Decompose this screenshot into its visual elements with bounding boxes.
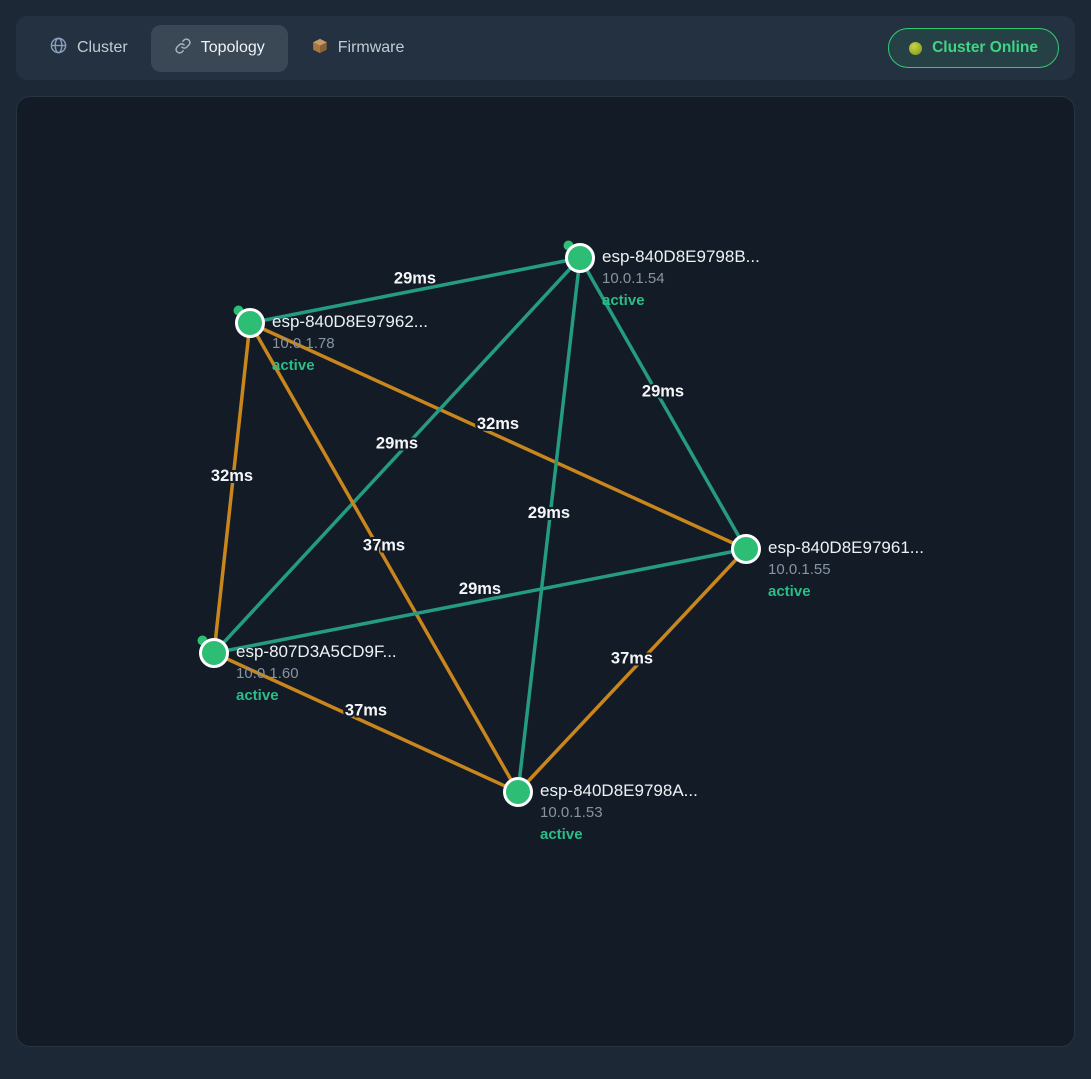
- topology-edge: [213, 651, 519, 794]
- package-icon: [311, 37, 329, 60]
- edge-latency-label: 29ms: [642, 383, 684, 401]
- topology-edge: [212, 322, 252, 654]
- node-circle: [565, 243, 595, 273]
- node-circle: [235, 308, 265, 338]
- edge-latency-label: 29ms: [376, 435, 418, 453]
- topology-edge: [249, 321, 747, 551]
- topology-canvas[interactable]: 29ms 29ms 32ms 29ms 32ms 29ms 37ms 29ms 37ms 37ms: [17, 97, 1074, 1046]
- topology-edge: [578, 257, 748, 550]
- topology-edge: [516, 257, 582, 793]
- tab-topology[interactable]: Topology: [150, 24, 288, 72]
- link-icon: [174, 37, 192, 60]
- topology-node[interactable]: [233, 305, 265, 338]
- topology-node[interactable]: [503, 777, 533, 807]
- tab-topology-label: Topology: [200, 39, 265, 56]
- status-dot-icon: [909, 41, 923, 55]
- topology-edge: [213, 547, 747, 655]
- tab-cluster-label: Cluster: [77, 39, 128, 56]
- node-circle: [199, 638, 229, 668]
- tab-firmware-label: Firmware: [337, 39, 405, 56]
- cluster-status-badge[interactable]: Cluster Online: [888, 28, 1059, 68]
- cluster-status-label: Cluster Online: [932, 39, 1038, 56]
- topology-node[interactable]: [731, 534, 761, 564]
- globe-icon: [49, 36, 68, 60]
- topology-node[interactable]: [563, 240, 595, 273]
- topology-edge: [212, 256, 582, 655]
- edge-latency-label: 29ms: [394, 270, 436, 288]
- tab-firmware[interactable]: Firmware: [294, 25, 422, 72]
- topology-edge: [249, 256, 581, 325]
- edge-latency-label: 37ms: [611, 650, 653, 668]
- topology-edge: [248, 322, 520, 793]
- topology-node[interactable]: [197, 635, 229, 668]
- edge-latency-label: 37ms: [363, 537, 405, 555]
- tab-cluster[interactable]: Cluster: [32, 24, 145, 72]
- edge-latency-label: 37ms: [345, 702, 387, 720]
- edge-latency-label: 32ms: [477, 415, 519, 433]
- node-circle: [503, 777, 533, 807]
- top-nav: Cluster Topology Firmware Cluster Online: [16, 16, 1075, 80]
- edge-latency-label: 29ms: [459, 580, 501, 598]
- node-circle: [731, 534, 761, 564]
- edge-latency-label: 32ms: [211, 467, 253, 485]
- topology-edge: [516, 547, 748, 794]
- topology-panel[interactable]: 29ms 29ms 32ms 29ms 32ms 29ms 37ms 29ms 37ms 37ms…: [16, 96, 1075, 1047]
- edge-latency-label: 29ms: [528, 504, 570, 522]
